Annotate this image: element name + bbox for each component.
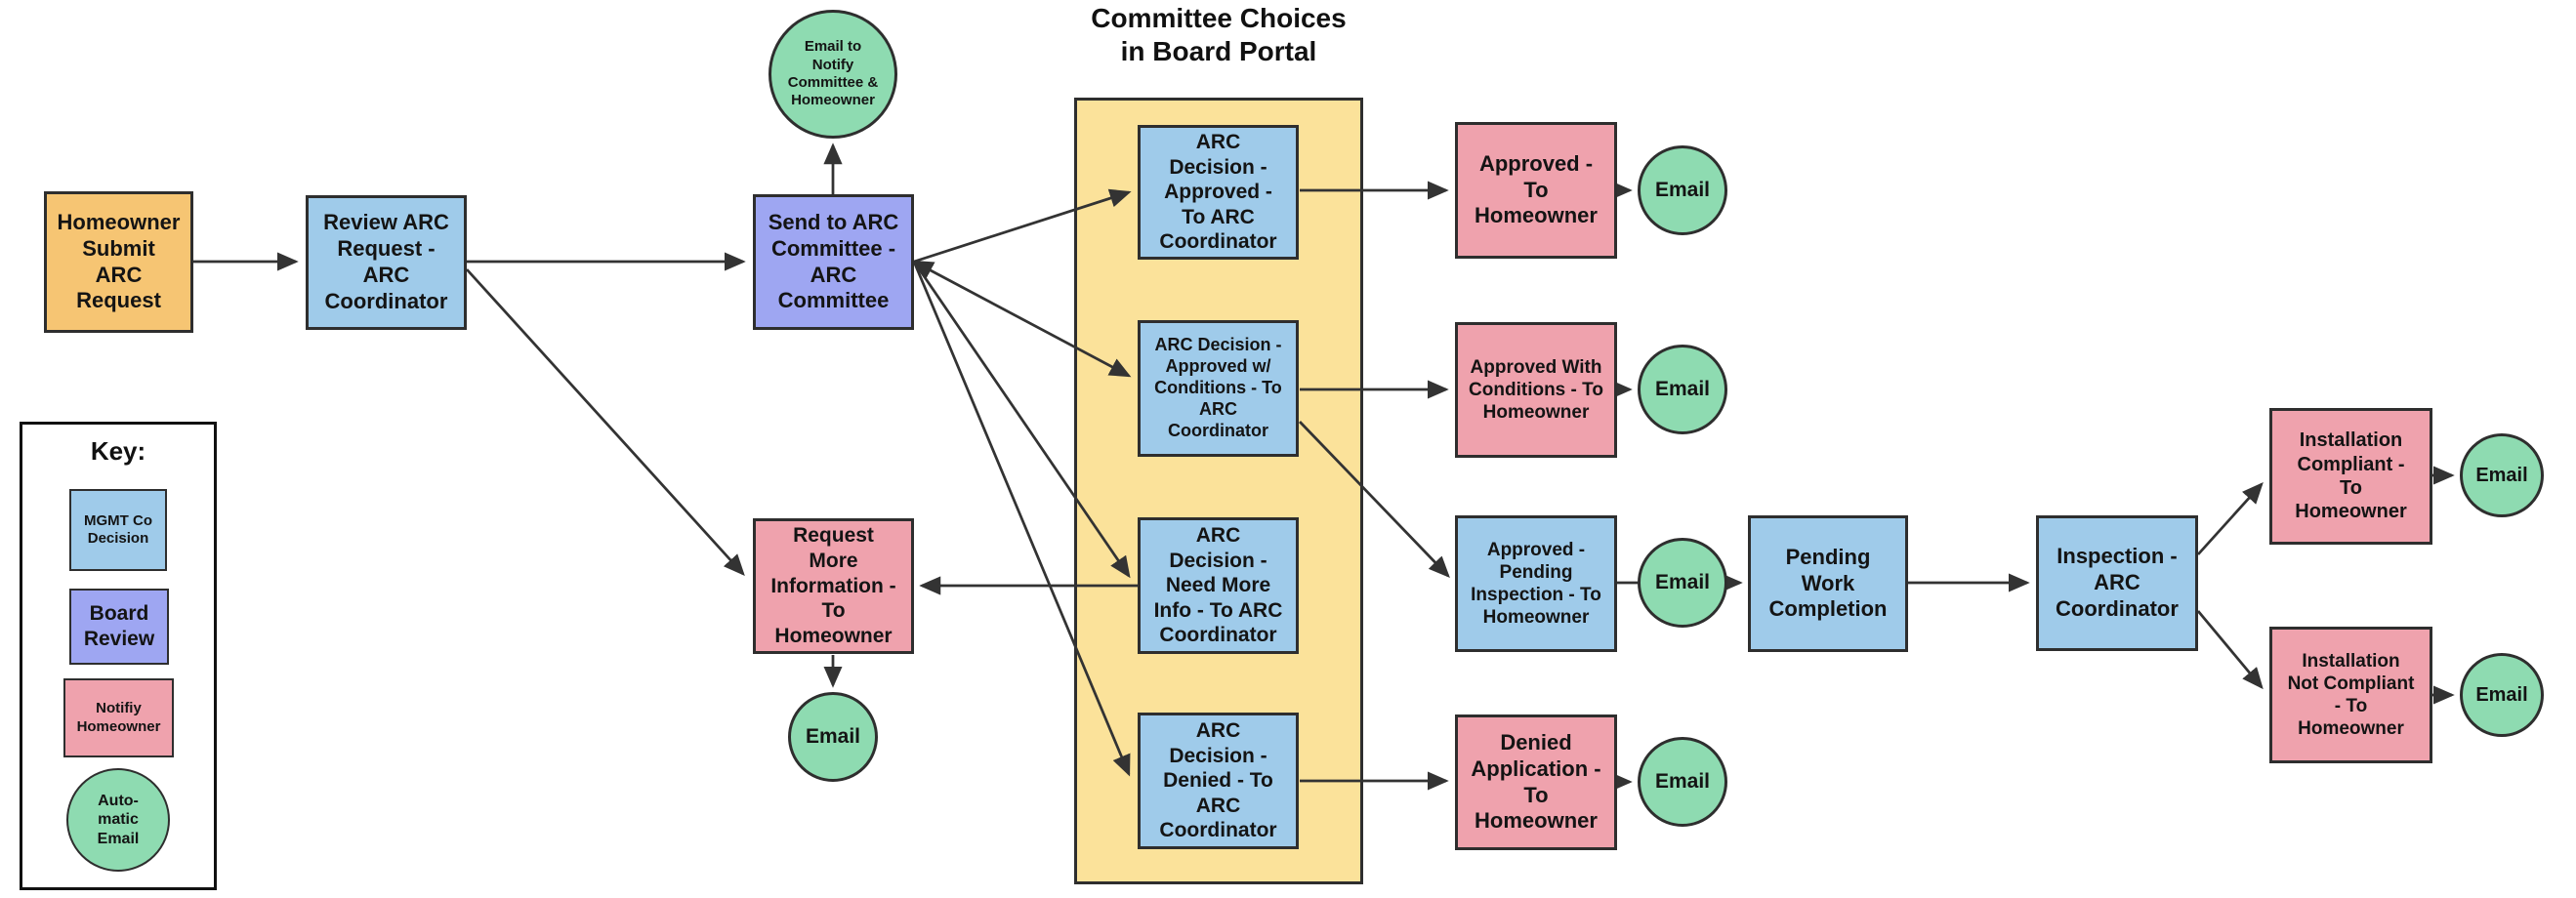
node-approved-with-conditions: Approved With Conditions - To Homeowner xyxy=(1455,322,1617,458)
arrow-review-to-request-more xyxy=(465,268,745,577)
node-pending-work-completion: Pending Work Completion xyxy=(1748,515,1908,652)
node-review-request: Review ARC Request - ARC Coordinator xyxy=(306,195,467,330)
node-decision-need-more-info: ARC Decision - Need More Info - To ARC C… xyxy=(1138,517,1299,654)
legend-board-review: Board Review xyxy=(69,589,169,665)
node-email-conditions: Email xyxy=(1638,345,1727,434)
arrow-send-to-need-more-info xyxy=(912,261,1131,579)
node-denied-application: Denied Application - To Homeowner xyxy=(1455,714,1617,850)
node-installation-compliant: Installation Compliant - To Homeowner xyxy=(2269,408,2432,545)
node-homeowner-submit: Homeowner Submit ARC Request xyxy=(44,191,193,333)
legend: Key: MGMT Co Decision Board Review Notif… xyxy=(20,422,217,890)
node-email-compliant: Email xyxy=(2460,433,2544,517)
arrow-send-to-approved xyxy=(913,188,1132,264)
node-installation-not-compliant: Installation Not Compliant - To Homeowne… xyxy=(2269,627,2432,763)
node-send-committee: Send to ARC Committee - ARC Committee xyxy=(753,194,914,330)
node-email-notify-committee: Email to Notify Committee & Homeowner xyxy=(769,10,897,139)
node-approved-to-homeowner: Approved - To Homeowner xyxy=(1455,122,1617,259)
node-decision-approved-conditions: ARC Decision - Approved w/ Conditions - … xyxy=(1138,320,1299,457)
node-decision-approved: ARC Decision - Approved - To ARC Coordin… xyxy=(1138,125,1299,260)
node-request-more-info: Request More Information - To Homeowner xyxy=(753,518,914,654)
arrow-inspection-to-compliant xyxy=(2196,481,2264,555)
node-email-denied: Email xyxy=(1638,737,1727,827)
node-email-request-more: Email xyxy=(788,692,878,782)
node-decision-denied: ARC Decision - Denied - To ARC Coordinat… xyxy=(1138,713,1299,849)
arrow-send-to-approved-conditions xyxy=(911,260,1132,378)
node-approved-pending-inspection: Approved - Pending Inspection - To Homeo… xyxy=(1455,515,1617,652)
diagram-title: Committee Choices in Board Portal xyxy=(1091,3,1347,66)
arrow-conditions-to-pending-inspection xyxy=(1299,421,1450,578)
legend-notify-homeowner: Notifiy Homeowner xyxy=(63,678,174,757)
node-email-approved: Email xyxy=(1638,145,1727,235)
legend-heading: Key: xyxy=(90,436,146,466)
legend-automatic-email: Auto- matic Email xyxy=(66,768,170,872)
arrow-send-to-denied xyxy=(912,261,1131,777)
node-email-pending-inspection: Email xyxy=(1638,538,1727,628)
node-email-not-compliant: Email xyxy=(2460,653,2544,737)
legend-mgmt-co-decision: MGMT Co Decision xyxy=(69,489,167,571)
arrow-inspection-to-not-compliant xyxy=(2196,610,2264,690)
node-inspection-coordinator: Inspection - ARC Coordinator xyxy=(2036,515,2198,651)
